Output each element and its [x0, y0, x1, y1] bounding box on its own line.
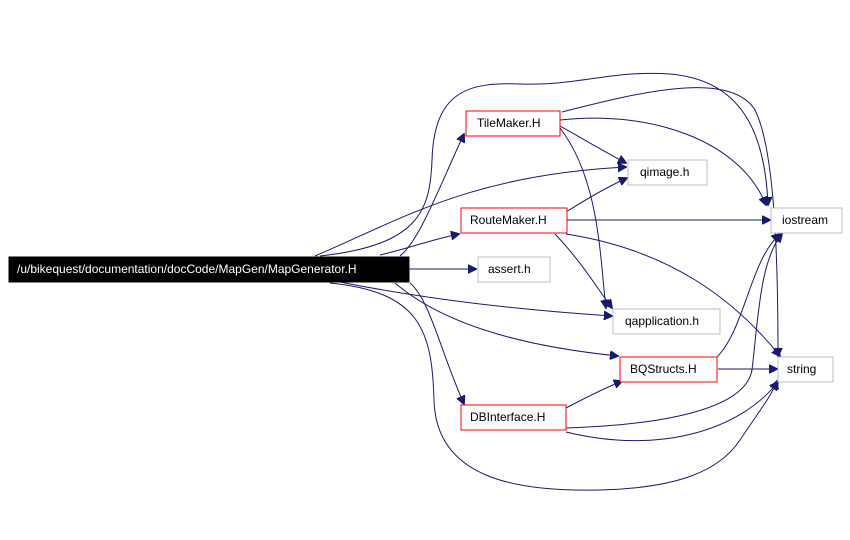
node-bqstructs[interactable]: BQStructs.H: [619, 356, 718, 383]
edge-root-qimage: [314, 167, 626, 257]
edge-dbinterface-bqstructs: [565, 381, 622, 409]
node-tilemaker[interactable]: TileMaker.H: [465, 110, 561, 137]
edge-routemaker-string: [565, 233, 780, 356]
node-tilemaker-label: TileMaker.H: [477, 116, 541, 130]
node-string-label: string: [787, 362, 816, 376]
edge-tilemaker-iostream: [559, 117, 766, 205]
node-qapplication: qapplication.h: [612, 308, 721, 335]
edge-root-iostream: [319, 72, 768, 257]
edge-root-routemaker: [379, 234, 459, 256]
edge-tilemaker-qimage: [559, 125, 626, 163]
edge-root-bqstructs: [394, 282, 618, 356]
node-root-label: /u/bikequest/documentation/docCode/MapGe…: [17, 262, 357, 276]
node-qimage: qimage.h: [627, 159, 708, 186]
dependency-edges: [314, 72, 782, 491]
edge-dbinterface-iostream: [565, 234, 782, 429]
dependency-nodes: /u/bikequest/documentation/docCode/MapGe…: [8, 110, 843, 431]
edge-bqstructs-iostream: [715, 234, 780, 359]
node-string: string: [777, 356, 834, 383]
node-iostream-label: iostream: [782, 213, 828, 227]
node-qimage-label: qimage.h: [640, 165, 689, 179]
edge-routemaker-qimage: [565, 178, 627, 213]
edge-tilemaker-string: [561, 87, 778, 356]
node-assert: assert.h: [477, 256, 551, 283]
node-routemaker-label: RouteMaker.H: [470, 213, 547, 227]
node-dbinterface-label: DBInterface.H: [470, 410, 545, 424]
node-root[interactable]: /u/bikequest/documentation/docCode/MapGe…: [8, 256, 410, 283]
edge-dbinterface-string: [565, 382, 778, 442]
node-qapplication-label: qapplication.h: [625, 314, 699, 328]
node-bqstructs-label: BQStructs.H: [630, 362, 697, 376]
edge-root-qapplication: [339, 281, 612, 316]
node-routemaker[interactable]: RouteMaker.H: [460, 207, 568, 234]
edge-root-string: [329, 282, 777, 491]
edge-routemaker-qapplication: [554, 233, 612, 308]
node-iostream: iostream: [770, 207, 843, 234]
node-dbinterface[interactable]: DBInterface.H: [460, 404, 567, 431]
node-assert-label: assert.h: [488, 262, 531, 276]
edge-root-dbinterface: [409, 282, 464, 404]
edge-root-tilemaker: [399, 134, 464, 257]
